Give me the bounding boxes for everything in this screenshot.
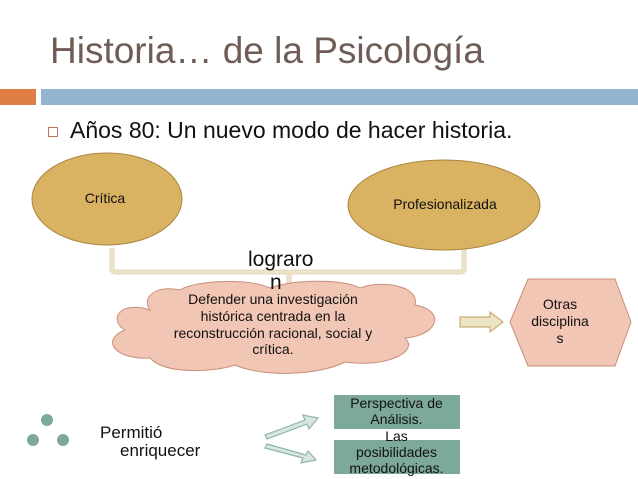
connector-label-line1: lograro — [248, 248, 314, 271]
hexagon-label-line3: s — [556, 329, 564, 346]
box1-line2: Análisis. — [370, 411, 423, 428]
cycle-dots-icon — [27, 414, 69, 446]
box2-line3: metodológicas. — [349, 460, 444, 477]
fork-arrows-icon — [264, 414, 320, 464]
box-posibilidades-label: Las posibilidades metodológicas. — [333, 428, 460, 476]
permitio-line1: Permitió — [100, 423, 163, 442]
ellipse-critica-label: Crítica — [84, 190, 126, 206]
ellipse-critica — [31, 152, 183, 246]
accent-bar-blue — [41, 89, 638, 105]
permitio-line2: enriquecer — [120, 440, 201, 460]
box-perspectiva-label: Perspectiva de Análisis. — [333, 395, 460, 427]
bracket-connector — [109, 248, 467, 290]
arrow-right-icon — [459, 310, 504, 334]
permitio-label: Permitió enriquecer — [100, 424, 200, 460]
bullet-text: Años 80: Un nuevo modo de hacer historia… — [70, 117, 513, 143]
connector-label: lograro n — [248, 248, 328, 294]
slide-title: Historia… de la Psicología — [50, 30, 484, 71]
box2-line2: posibilidades — [356, 444, 437, 461]
bullet-square-icon — [48, 127, 58, 137]
cloud-text: Defender una investigación histórica cen… — [173, 291, 373, 358]
hexagon-label: Otras disciplina s — [520, 296, 600, 346]
box-perspectiva — [334, 395, 460, 429]
ellipse-profesionalizada-label: Profesionalizada — [393, 196, 497, 212]
box1-line1: Perspectiva de — [350, 395, 443, 411]
ellipse-profesionalizada — [347, 159, 541, 251]
hexagon-label-line1: Otras — [542, 296, 578, 312]
box2-line1: Las — [385, 428, 408, 444]
accent-bar-orange — [0, 89, 36, 105]
box-posibilidades — [334, 440, 460, 474]
hexagon-label-line2: disciplina — [531, 312, 589, 329]
hexagon-otras-disciplinas — [509, 278, 632, 367]
connector-label-line2: n — [270, 271, 282, 295]
cloud-shape — [112, 280, 436, 374]
